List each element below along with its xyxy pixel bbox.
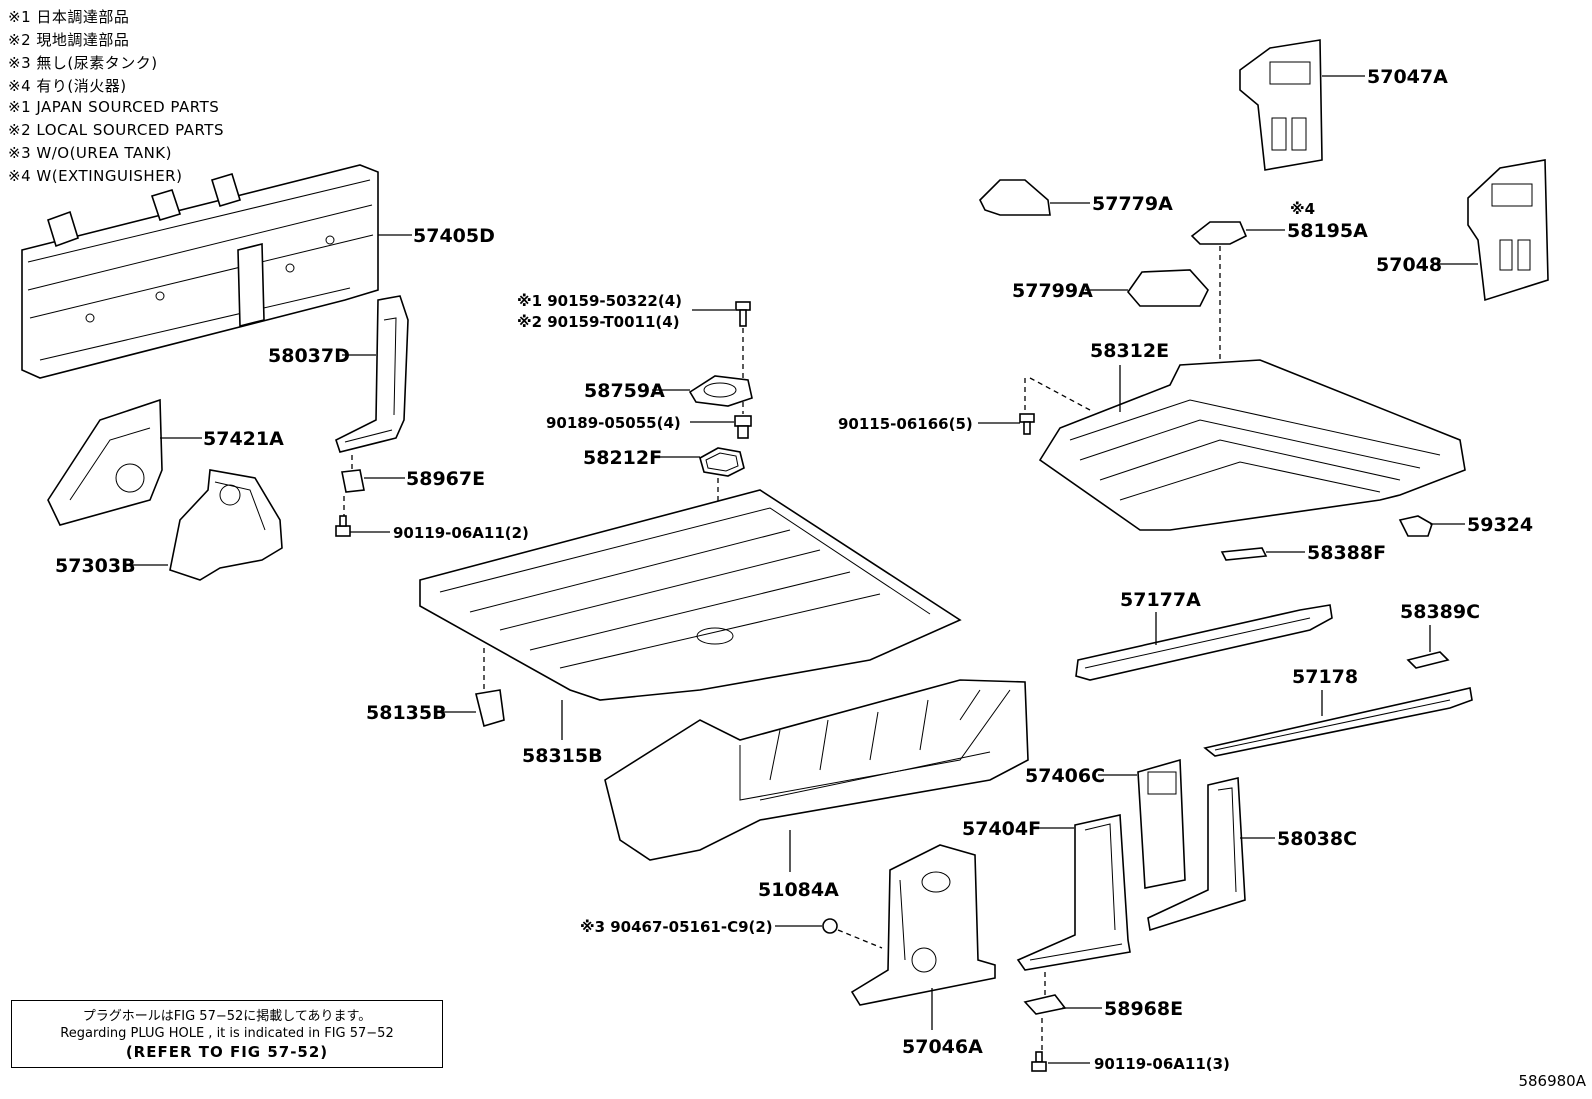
note-2-en: ※2 LOCAL SOURCED PARTS [8, 121, 224, 139]
label-57178: 57178 [1292, 666, 1358, 688]
label-57404F: 57404F [962, 818, 1041, 840]
note-4-ja: ※4 有り(消火器) [8, 77, 127, 95]
part-57177A-drawing [1075, 604, 1333, 681]
part-57178-drawing [1203, 687, 1473, 757]
plug-hole-reference-box: プラグホールはFIG 57−52に掲載してあります。 Regarding PLU… [11, 1000, 443, 1068]
reference-line-fig: (REFER TO FIG 57-52) [125, 1043, 329, 1061]
label-57421A: 57421A [203, 428, 284, 450]
label-57046A: 57046A [902, 1036, 983, 1058]
part-58968E-drawing [1023, 994, 1067, 1015]
part-58212F-drawing [699, 447, 745, 477]
label-90115-06166: 90115-06166(5) [838, 415, 973, 433]
label-57048: 57048 [1376, 254, 1442, 276]
part-57405D-drawing [21, 164, 379, 379]
part-58315B-drawing [419, 489, 962, 701]
label-90467-05161: ※3 90467-05161-C9(2) [580, 918, 773, 936]
label-57406C: 57406C [1025, 765, 1105, 787]
label-58968E: 58968E [1104, 998, 1183, 1020]
label-58195A: 58195A [1287, 220, 1368, 242]
label-57779A: 57779A [1092, 193, 1173, 215]
label-57047A: 57047A [1367, 66, 1448, 88]
label-58315B: 58315B [522, 745, 603, 767]
part-57779A-drawing [979, 179, 1051, 216]
part-57048-drawing [1467, 159, 1549, 302]
part-58388F-drawing [1220, 547, 1268, 561]
label-57303B: 57303B [55, 555, 136, 577]
part-57404F-drawing [1016, 814, 1131, 971]
part-58037D-drawing [335, 295, 409, 453]
part-90119-bolt-drawing [335, 515, 351, 537]
part-58038C-drawing [1147, 777, 1246, 932]
label-58967E: 58967E [406, 468, 485, 490]
part-58759A-drawing [688, 375, 753, 407]
label-58037D: 58037D [268, 345, 350, 367]
label-58212F: 58212F [583, 447, 662, 469]
part-57421A-drawing [47, 398, 163, 526]
part-57047A-drawing [1239, 39, 1323, 171]
label-58195A-note: ※4 [1290, 200, 1315, 218]
label-58038C: 58038C [1277, 828, 1357, 850]
note-1-ja: ※1 日本調達部品 [8, 8, 130, 26]
part-58195A-drawing [1190, 221, 1248, 245]
part-57799A-drawing [1126, 269, 1209, 307]
label-90119-06A11-2: 90119-06A11(2) [393, 524, 529, 542]
part-90467-drawing [822, 918, 838, 934]
label-59324: 59324 [1467, 514, 1533, 536]
label-57799A: 57799A [1012, 280, 1093, 302]
label-90159-50322: ※1 90159-50322(4) [517, 292, 682, 310]
part-57046A-drawing [850, 844, 996, 1006]
note-4-en: ※4 W(EXTINGUISHER) [8, 167, 183, 185]
illustration-number: 586980A [1518, 1072, 1586, 1090]
note-1-en: ※1 JAPAN SOURCED PARTS [8, 98, 220, 116]
label-57405D: 57405D [413, 225, 495, 247]
label-51084A: 51084A [758, 879, 839, 901]
label-58388F: 58388F [1307, 542, 1386, 564]
part-58312E-drawing [1038, 359, 1466, 531]
part-58135B-drawing [475, 689, 505, 728]
part-90115-bolt-drawing [1019, 413, 1035, 435]
label-90189-05055: 90189-05055(4) [546, 414, 681, 432]
part-90159-bolt-drawing [735, 301, 751, 327]
label-58759A: 58759A [584, 380, 665, 402]
label-90119-06A11-3: 90119-06A11(3) [1094, 1055, 1230, 1073]
note-3-en: ※3 W/O(UREA TANK) [8, 144, 173, 162]
label-58135B: 58135B [366, 702, 447, 724]
label-58312E: 58312E [1090, 340, 1169, 362]
part-90189-nut-drawing [734, 415, 752, 439]
reference-line-ja: プラグホールはFIG 57−52に掲載してあります。 [82, 1009, 372, 1024]
note-2-ja: ※2 現地調達部品 [8, 31, 130, 49]
part-57406C-drawing [1137, 758, 1186, 889]
label-90159-T0011: ※2 90159-T0011(4) [517, 313, 680, 331]
part-90119-bolt-3-drawing [1031, 1051, 1047, 1072]
note-3-ja: ※3 無し(尿素タンク) [8, 54, 158, 72]
label-58389C: 58389C [1400, 601, 1480, 623]
label-57177A: 57177A [1120, 589, 1201, 611]
part-57303B-drawing [169, 469, 283, 581]
reference-line-en: Regarding PLUG HOLE , it is indicated in… [60, 1026, 394, 1041]
part-58389C-drawing [1406, 651, 1450, 669]
part-58967E-drawing [341, 469, 365, 493]
part-51084A-drawing [604, 679, 1029, 861]
part-59324-drawing [1398, 515, 1433, 537]
